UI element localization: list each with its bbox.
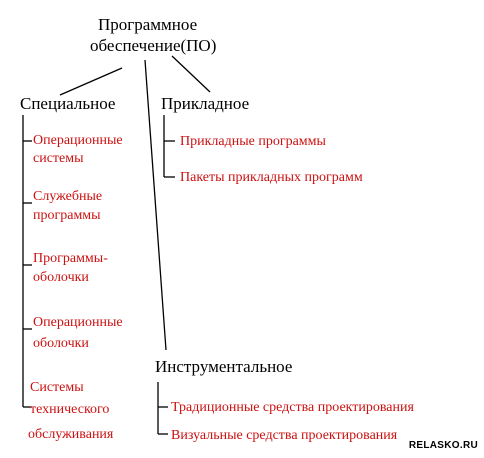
root-title-line-2: обеспечение(ПО) (90, 36, 217, 55)
instrumental-item-1: Традиционные средства проектирования (171, 400, 414, 415)
category-applied: Прикладное (161, 94, 250, 113)
category-instrumental: Инструментальное (155, 357, 293, 376)
root-title-line-1: Программное (98, 15, 198, 34)
connector-root-applied (171, 55, 211, 93)
watermark: RELASKO.RU (408, 440, 478, 451)
special-item-5-line-3: обслуживания (28, 427, 114, 442)
connector-root-special (59, 67, 123, 96)
special-item-4-line-2: оболочки (33, 336, 89, 351)
special-item-5-line-2: технического (30, 402, 110, 417)
applied-item-2: Пакеты прикладных программ (180, 170, 363, 185)
special-item-2-line-1: Служебные (33, 189, 103, 204)
special-item-4-line-1: Операционные (33, 315, 123, 330)
applied-item-1: Прикладные программы (180, 134, 326, 149)
special-item-3-line-2: оболочки (33, 270, 89, 285)
special-item-3-line-1: Программы- (33, 251, 108, 266)
special-item-1-line-1: Операционные (33, 133, 123, 148)
special-item-1-line-2: системы (33, 151, 84, 166)
special-item-2-line-2: программы (33, 208, 101, 223)
instrumental-item-2: Визуальные средства проектирования (171, 428, 398, 443)
category-special: Специальное (20, 94, 116, 113)
special-item-5-line-1: Системы (30, 380, 84, 395)
connector-root-instrumental (144, 59, 167, 351)
